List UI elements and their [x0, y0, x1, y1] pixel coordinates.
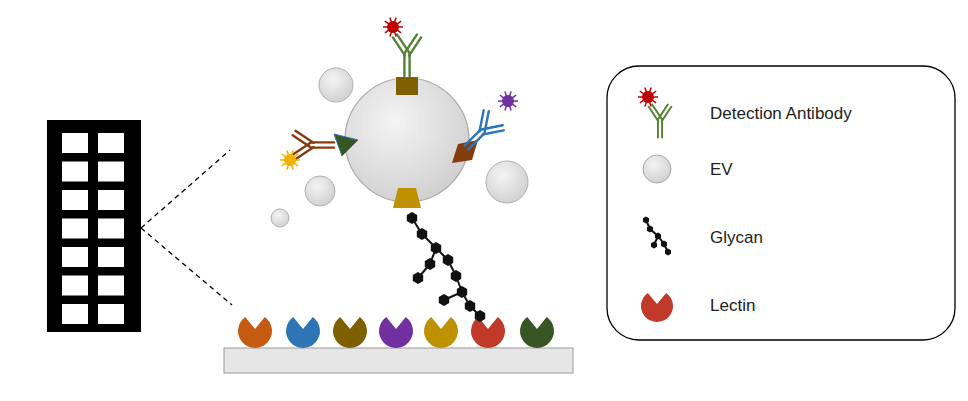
chip-well — [98, 162, 124, 182]
chip-well — [98, 133, 124, 153]
antibody-chain — [312, 141, 334, 143]
legend-label: Glycan — [710, 228, 763, 248]
glycan-residue — [651, 242, 657, 249]
antibody-chain — [295, 147, 313, 159]
antibody-chain — [295, 131, 313, 143]
legend-label: Lectin — [710, 296, 755, 316]
glycan-residue — [431, 242, 441, 254]
protein-triangle — [334, 134, 358, 156]
fluorophore-core — [642, 91, 654, 103]
fluorophore — [638, 87, 658, 106]
zoom-line — [141, 150, 230, 228]
fluorophore-core — [284, 154, 296, 166]
fluorophore-core — [387, 21, 399, 33]
chip-well — [62, 190, 88, 210]
antibody-chain — [662, 107, 672, 121]
chip-well — [62, 304, 88, 324]
legend-lectin — [641, 293, 673, 322]
glycan-residue — [457, 286, 467, 298]
antibody-chain — [312, 146, 334, 148]
legend-ev — [643, 155, 671, 183]
glycan-residue — [417, 228, 427, 240]
chip-well — [62, 247, 88, 267]
glycan-residue — [425, 258, 435, 270]
lectin — [471, 317, 505, 348]
lectin — [379, 317, 413, 348]
antibody-chain — [409, 37, 421, 55]
glycan-residue — [407, 212, 417, 224]
zoom-line — [141, 228, 232, 305]
protein-trapezoid — [393, 188, 421, 208]
glycan — [407, 212, 485, 322]
lectin — [424, 317, 458, 348]
substrate — [224, 348, 573, 373]
antibody-chain — [657, 120, 659, 138]
chip-well — [98, 247, 124, 267]
chip-wells — [62, 133, 124, 324]
glycan-residue — [451, 270, 461, 282]
antibody — [293, 131, 334, 159]
antibody — [393, 35, 421, 76]
antibody-chain — [483, 122, 504, 143]
antibody — [456, 108, 505, 157]
lectin — [238, 317, 272, 348]
drawn-parts — [238, 17, 673, 348]
glycan-residue — [413, 272, 423, 284]
antibody-chain — [465, 130, 481, 146]
fluorophore — [383, 17, 403, 36]
lectin — [333, 317, 367, 348]
antibody-chain — [403, 54, 405, 76]
small-ev — [271, 209, 289, 227]
chip-well — [62, 133, 88, 153]
chip-well — [98, 190, 124, 210]
legend-glycan — [643, 217, 671, 256]
antibody-chain — [293, 135, 311, 147]
glycan-residue — [655, 233, 661, 240]
glycan-residue — [439, 294, 449, 306]
legend-frame — [607, 66, 955, 340]
antibody-chain — [393, 37, 405, 55]
legend-label: EV — [710, 160, 733, 180]
glycan-residue — [647, 226, 653, 233]
chip-well — [62, 162, 88, 182]
chip-well — [98, 304, 124, 324]
chip — [47, 120, 141, 332]
glycan-residue — [643, 217, 649, 224]
glycan-residue — [465, 300, 475, 312]
legend-label: Detection Antibody — [710, 104, 852, 124]
chip-well — [62, 219, 88, 239]
small-ev — [305, 176, 335, 206]
ev — [345, 78, 469, 202]
antibody-chain — [649, 107, 659, 121]
glycan-residue — [665, 249, 671, 256]
glycan-residue — [661, 241, 667, 248]
antibody-chain — [405, 35, 417, 53]
antibody — [649, 104, 672, 137]
fluorophore — [498, 91, 518, 110]
chip-well — [98, 219, 124, 239]
fluorophore-core — [502, 95, 514, 107]
glycan-residue — [475, 310, 485, 322]
antibody-chain — [658, 104, 668, 118]
glycan-residue — [443, 254, 453, 266]
protein-square — [396, 77, 418, 95]
small-ev — [486, 161, 528, 203]
antibody-chain — [468, 134, 484, 150]
lectin — [520, 317, 554, 348]
chip-well — [98, 276, 124, 296]
antibody-chain — [661, 120, 663, 138]
chip-well — [62, 276, 88, 296]
legend-icons — [638, 87, 673, 322]
small-ev — [319, 68, 353, 102]
antibody-chain — [408, 54, 410, 76]
fluorophore — [280, 150, 300, 169]
lectin — [286, 317, 320, 348]
